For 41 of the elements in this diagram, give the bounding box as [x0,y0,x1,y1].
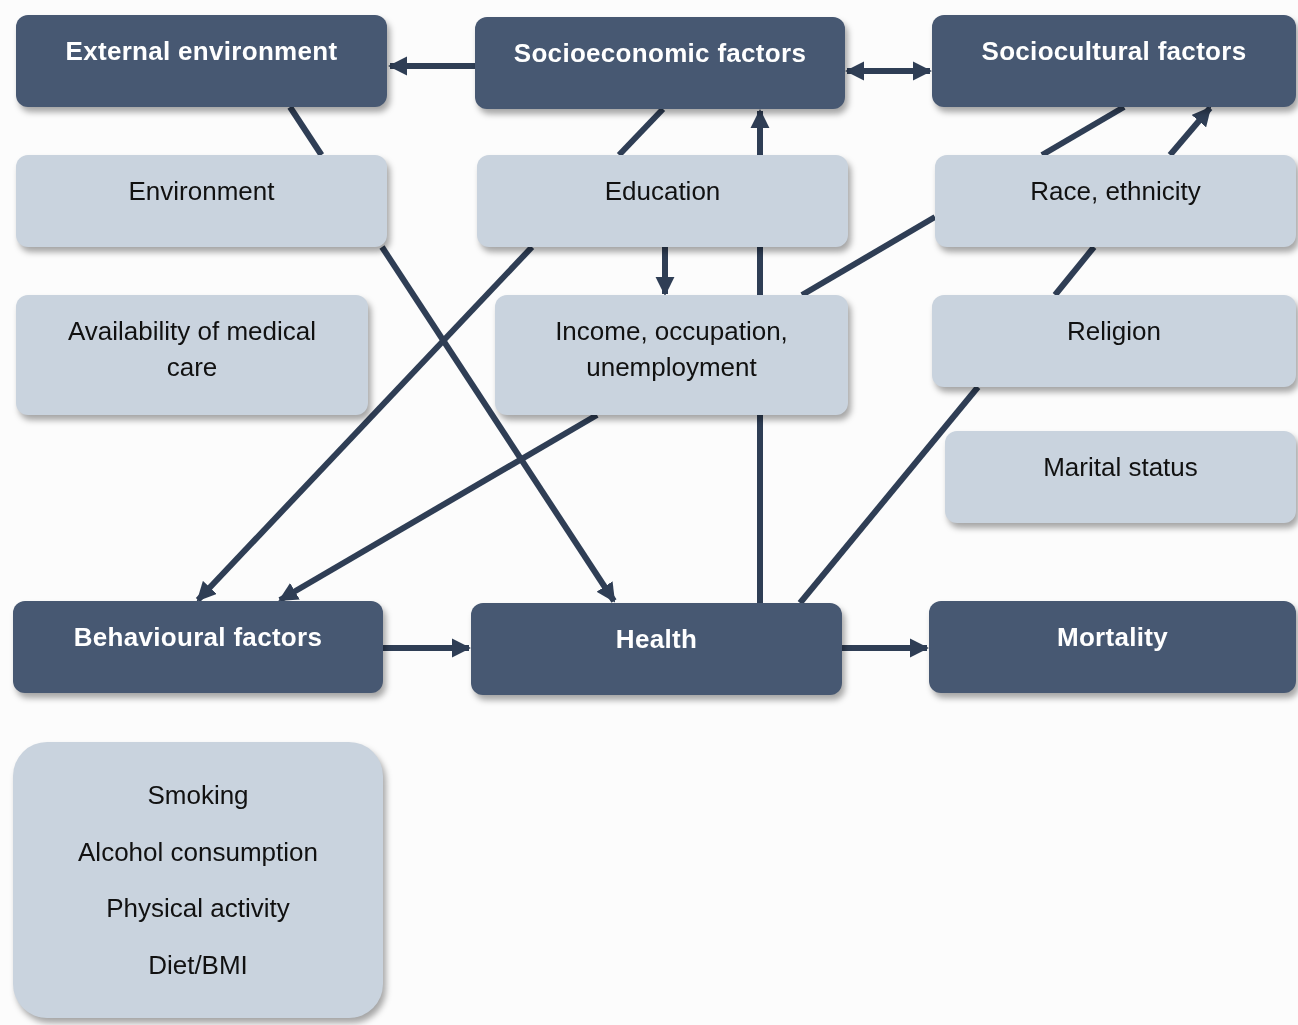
factor-box [477,155,848,247]
category-box [13,601,383,693]
behaviour-list-box [13,742,383,1018]
box-label: Education [604,175,721,208]
factor-box [932,295,1296,387]
box-label: Diet/BMI [148,949,248,983]
category-box [471,603,842,695]
arrow [842,638,929,658]
factor-box [16,295,368,415]
box-label: Religion [1067,315,1161,348]
box-label: Sociocultural factors [981,35,1247,68]
category-box [16,15,387,107]
category-box [932,15,1296,107]
box-label: Health [615,623,698,656]
box-label: Availability of medical care [66,315,318,384]
box-label: Race, ethnicity [1030,175,1201,208]
box-label: Physical activity [106,892,290,926]
arrow [845,61,932,81]
arrow [1167,106,1213,157]
box-label: Alcohol consumption [78,835,318,869]
arrow [278,412,599,603]
arrow [379,245,617,603]
box-label: Behavioural factors [73,621,323,654]
box-label: Socioeconomic factors [513,37,807,70]
category-box [475,17,845,109]
box-label: External environment [65,35,338,68]
arrow [750,109,770,155]
arrow [195,244,535,603]
box-label: Marital status [1043,451,1198,484]
box-label: Environment [128,175,275,208]
arrow [388,56,475,76]
box-label: Mortality [1056,621,1168,654]
box-label: Income, occupation, unemployment [554,315,789,384]
arrow [383,638,471,658]
factor-box [935,155,1296,247]
box-label: Smoking [147,778,249,812]
factor-box [16,155,387,247]
category-box [929,601,1296,693]
factor-box [945,431,1296,523]
factor-box [495,295,848,415]
arrow [655,247,675,296]
